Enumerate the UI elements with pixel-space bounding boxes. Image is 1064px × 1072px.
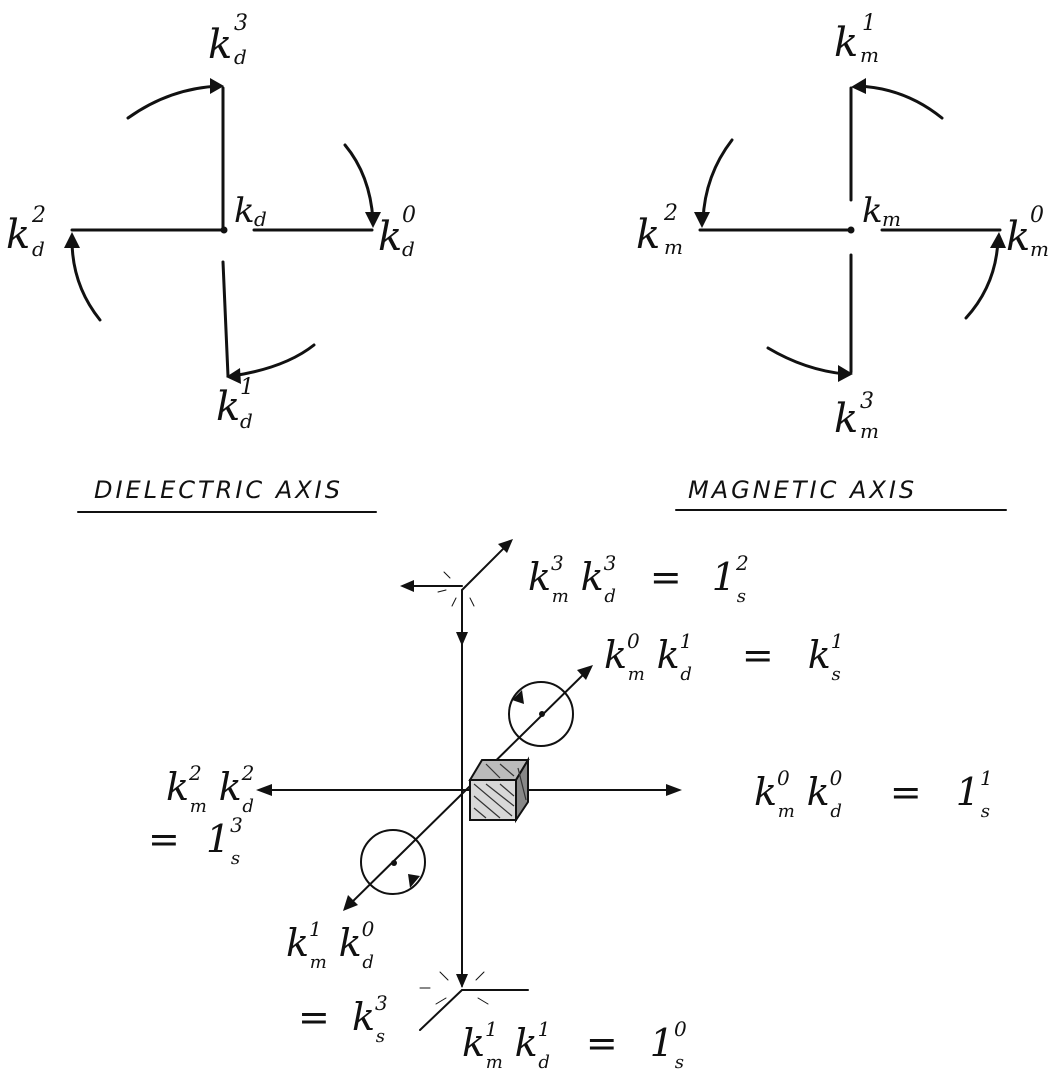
magnetic-center-dot bbox=[847, 226, 855, 234]
dielectric-label-center-base: k bbox=[234, 191, 255, 231]
dielectric-label-right-sub: d bbox=[402, 237, 415, 261]
combined-arrowhead-right bbox=[666, 784, 682, 796]
combined-rotation-center-lower bbox=[391, 860, 397, 866]
magnetic-label-center-sub: m bbox=[882, 207, 901, 231]
dielectric-axis-down bbox=[221, 260, 230, 378]
combined-bottom-spark bbox=[419, 963, 489, 1005]
combined-arrowhead-diagonal-up bbox=[577, 665, 593, 680]
magnetic-arrowhead-left bbox=[694, 212, 710, 228]
dielectric-arc-right bbox=[343, 143, 375, 222]
magnetic-label-right-sub: m bbox=[1030, 237, 1049, 261]
dielectric-label-top-sub: d bbox=[234, 45, 247, 69]
dielectric-label-top-base: k bbox=[208, 22, 232, 68]
dielectric-axis-caption: DIELECTRIC AXIS bbox=[94, 476, 343, 504]
combined-top-stub-arrowhead bbox=[400, 580, 414, 592]
magnetic-label-left-sub: m bbox=[664, 235, 683, 259]
dielectric-center-dot bbox=[220, 226, 228, 234]
magnetic-label-left-base: k bbox=[636, 212, 660, 258]
dielectric-label-top: k 3 d bbox=[208, 11, 248, 69]
dielectric-label-right-base: k bbox=[378, 214, 402, 260]
magnetic-arrowhead-right bbox=[990, 232, 1006, 248]
magnetic-label-bottom-sub: m bbox=[860, 419, 879, 443]
combined-bottom-diagonal bbox=[419, 989, 463, 1031]
combined-rotation-center-upper bbox=[539, 711, 545, 717]
magnetic-arc-right bbox=[964, 238, 1000, 320]
combined-top-diagonal-arrowhead bbox=[498, 539, 513, 553]
combined-rotation-arrowhead-upper bbox=[512, 690, 524, 704]
combined-axis-diagram bbox=[256, 539, 682, 1031]
magnetic-label-right-base: k bbox=[1006, 214, 1030, 260]
combined-rotation-circle-lower bbox=[360, 829, 426, 895]
magnetic-arrowhead-bottom bbox=[838, 365, 853, 382]
magnetic-label-left-sup: 2 bbox=[663, 201, 678, 226]
magnetic-label-center-base: k bbox=[862, 191, 883, 231]
dielectric-label-left-sub: d bbox=[32, 237, 45, 261]
combined-rotation-arrowhead-lower bbox=[408, 874, 420, 888]
dielectric-label-left-sup: 2 bbox=[31, 203, 46, 228]
magnetic-label-top-sup: 1 bbox=[862, 11, 876, 36]
dielectric-arc-bottom bbox=[230, 343, 316, 378]
magnetic-label-right-sup: 0 bbox=[1030, 203, 1044, 228]
dielectric-label-bottom-sub: d bbox=[240, 409, 253, 433]
magnetic-arc-left bbox=[701, 138, 734, 222]
magnetic-label-right: k 0 m bbox=[1006, 203, 1049, 261]
dielectric-label-bottom: k 1 d bbox=[216, 375, 254, 433]
dielectric-arrowhead-right bbox=[365, 212, 381, 228]
combined-arrowhead-left bbox=[256, 784, 272, 796]
magnetic-arrowhead-top bbox=[851, 78, 866, 94]
magnetic-label-bottom-base: k bbox=[834, 396, 858, 442]
magnetic-label-bottom: k 3 m bbox=[834, 389, 879, 443]
magnetic-axis-diagram: k 1 m k m k 2 m k 0 m k 3 m MAGNETIC AXI… bbox=[636, 11, 1049, 511]
combined-arrowhead-vertical-bottom bbox=[456, 974, 468, 988]
dielectric-label-left: k 2 d bbox=[6, 203, 46, 261]
dielectric-label-center: k d bbox=[234, 191, 267, 231]
combined-arrowhead-diagonal-down bbox=[343, 895, 358, 911]
magnetic-label-top-base: k bbox=[834, 20, 858, 66]
dielectric-label-center-sub: d bbox=[254, 207, 267, 231]
magnetic-arc-top bbox=[856, 84, 944, 120]
dielectric-label-bottom-sup: 1 bbox=[240, 375, 254, 400]
combined-top-diagonal bbox=[461, 541, 511, 591]
magnetic-label-left: k 2 m bbox=[636, 201, 683, 259]
magnetic-arc-bottom bbox=[766, 346, 847, 376]
magnetic-axis-caption: MAGNETIC AXIS bbox=[688, 476, 917, 504]
combined-arrowhead-vertical-top bbox=[456, 632, 468, 646]
dielectric-axis-diagram: k 3 d k d k 0 d k 1 d k 2 d DIELECTRIC A… bbox=[6, 11, 416, 513]
dielectric-label-left-base: k bbox=[6, 212, 30, 258]
dielectric-arc-top bbox=[126, 84, 222, 120]
magnetic-label-bottom-sup: 3 bbox=[860, 389, 874, 414]
magnetic-label-top-sub: m bbox=[860, 43, 879, 67]
dielectric-arrowhead-top bbox=[210, 78, 224, 94]
dielectric-arrowhead-left bbox=[64, 232, 80, 248]
magnetic-label-center: k m bbox=[862, 191, 901, 231]
dielectric-arrowhead-bottom bbox=[226, 368, 241, 384]
dielectric-label-top-sup: 3 bbox=[234, 11, 248, 36]
combined-top-spark bbox=[437, 571, 479, 607]
combined-rotation-circle-upper bbox=[508, 681, 574, 747]
dielectric-arc-left bbox=[70, 238, 102, 322]
dielectric-label-bottom-base: k bbox=[216, 384, 240, 430]
combined-axis-diagonal bbox=[345, 667, 591, 909]
dielectric-label-right: k 0 d bbox=[378, 203, 416, 261]
combined-origin-block bbox=[468, 756, 530, 824]
dielectric-label-right-sup: 0 bbox=[402, 203, 416, 228]
magnetic-label-top: k 1 m bbox=[834, 11, 879, 67]
